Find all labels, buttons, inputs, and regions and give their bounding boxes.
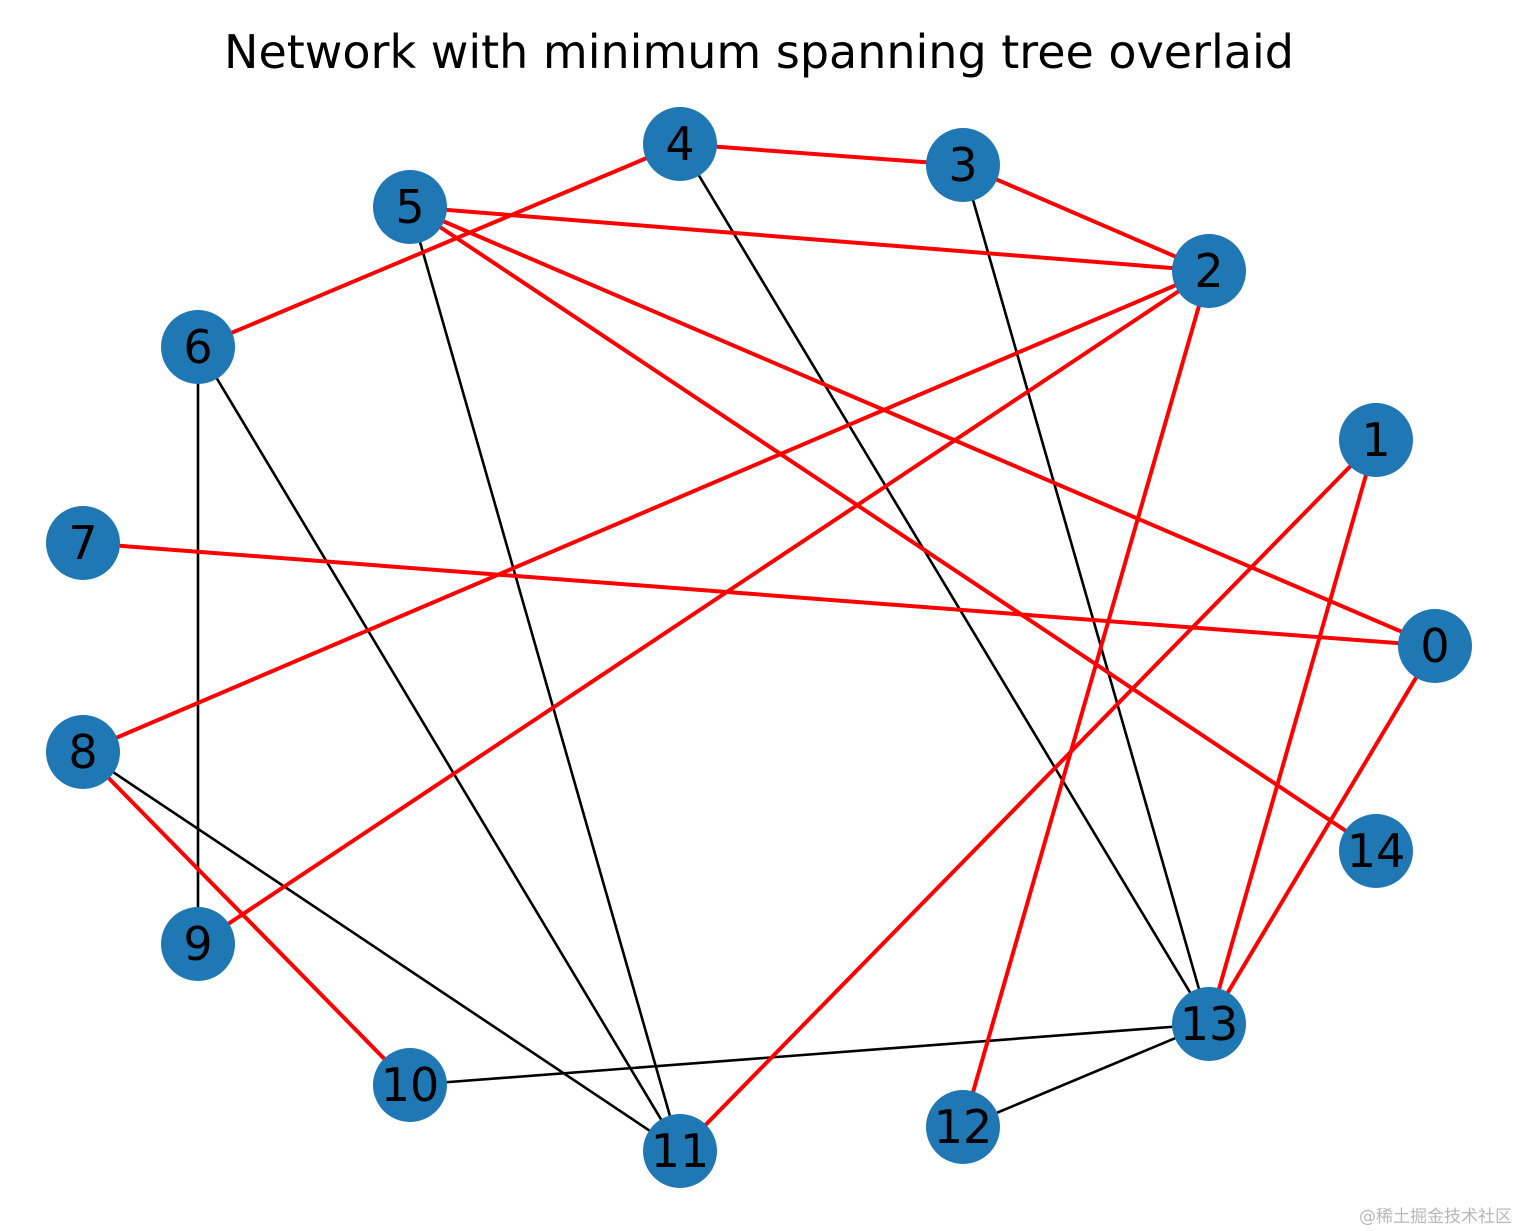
- mst-edge-1-11: [678, 438, 1378, 1153]
- node-label-0: 0: [1420, 619, 1449, 673]
- node-label-8: 8: [68, 725, 97, 779]
- node-label-6: 6: [183, 320, 212, 374]
- edge-5-11: [408, 205, 682, 1153]
- node-label-1: 1: [1361, 413, 1390, 467]
- node-circle-9: [161, 907, 235, 981]
- mst-edge-2-9: [196, 269, 1211, 946]
- node-circle-11: [643, 1114, 717, 1188]
- node-circle-6: [161, 310, 235, 384]
- node-label-7: 7: [68, 516, 97, 570]
- node-14: 14: [1339, 814, 1413, 888]
- node-9: 9: [161, 907, 235, 981]
- edges-layer: [81, 142, 1437, 1153]
- node-circle-1: [1339, 403, 1413, 477]
- node-12: 12: [926, 1090, 1000, 1164]
- node-label-2: 2: [1194, 244, 1223, 298]
- node-circle-7: [46, 506, 120, 580]
- node-6: 6: [161, 310, 235, 384]
- edge-8-11: [81, 750, 682, 1153]
- node-label-10: 10: [381, 1058, 440, 1112]
- node-4: 4: [643, 107, 717, 181]
- node-7: 7: [46, 506, 120, 580]
- node-label-9: 9: [183, 917, 212, 971]
- edge-10-13: [408, 1022, 1211, 1087]
- mst-edge-4-3: [678, 142, 965, 167]
- edge-3-13: [961, 163, 1211, 1026]
- node-label-3: 3: [948, 138, 977, 192]
- edge-12-13: [961, 1022, 1211, 1129]
- node-1: 1: [1339, 403, 1413, 477]
- node-circle-10: [373, 1048, 447, 1122]
- node-circle-0: [1398, 609, 1472, 683]
- mst-edge-5-0: [408, 205, 1437, 648]
- edge-6-11: [196, 345, 682, 1153]
- node-circle-5: [373, 170, 447, 244]
- node-circle-8: [46, 715, 120, 789]
- node-10: 10: [373, 1048, 447, 1122]
- node-0: 0: [1398, 609, 1472, 683]
- node-circle-13: [1172, 987, 1246, 1061]
- node-11: 11: [643, 1114, 717, 1188]
- node-label-14: 14: [1347, 824, 1406, 878]
- mst-edge-4-6: [196, 142, 682, 349]
- mst-edge-1-13: [1207, 438, 1378, 1026]
- node-label-11: 11: [651, 1124, 710, 1178]
- graph-title: Network with minimum spanning tree overl…: [224, 25, 1294, 79]
- node-8: 8: [46, 715, 120, 789]
- node-circle-14: [1339, 814, 1413, 888]
- mst-edge-5-14: [408, 205, 1378, 853]
- node-label-5: 5: [395, 180, 424, 234]
- node-circle-2: [1172, 234, 1246, 308]
- edge-4-13: [678, 142, 1211, 1026]
- node-label-4: 4: [665, 117, 694, 171]
- node-circle-3: [926, 128, 1000, 202]
- mst-edge-5-2: [408, 205, 1211, 273]
- mst-edge-2-12: [961, 269, 1211, 1129]
- node-13: 13: [1172, 987, 1246, 1061]
- node-3: 3: [926, 128, 1000, 202]
- node-5: 5: [373, 170, 447, 244]
- watermark-text: @稀土掘金技术社区: [1359, 1207, 1512, 1227]
- node-circle-12: [926, 1090, 1000, 1164]
- mst-edge-2-8: [81, 269, 1211, 754]
- node-2: 2: [1172, 234, 1246, 308]
- mst-edge-0-13: [1207, 644, 1437, 1026]
- node-label-13: 13: [1180, 997, 1239, 1051]
- mst-edge-3-2: [961, 163, 1211, 273]
- node-label-12: 12: [934, 1100, 993, 1154]
- node-circle-4: [643, 107, 717, 181]
- mst-edge-8-10: [81, 750, 412, 1087]
- mst-edge-7-0: [81, 541, 1437, 648]
